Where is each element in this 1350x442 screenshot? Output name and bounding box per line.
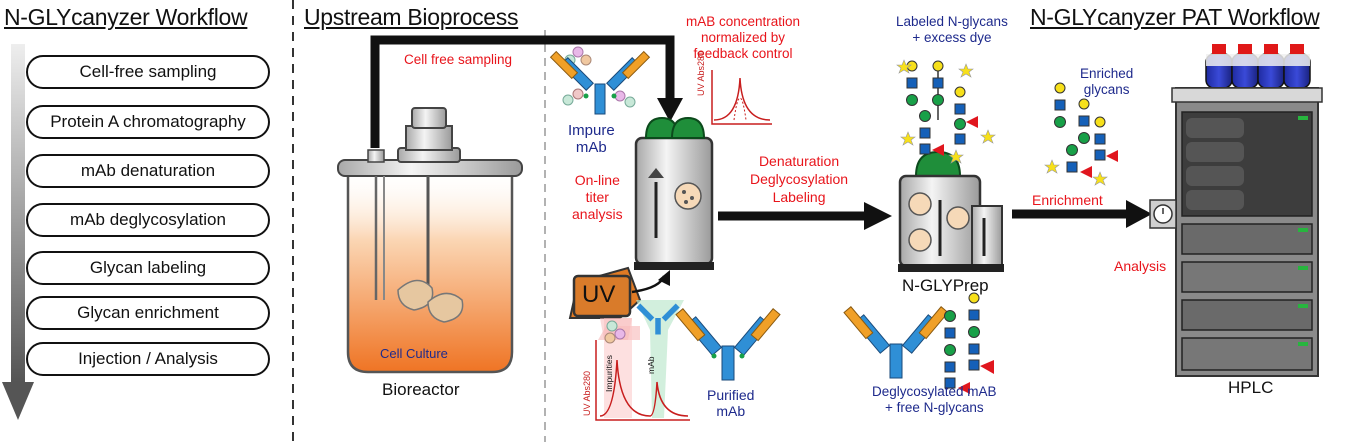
hplc-label: HPLC	[1228, 378, 1274, 397]
deglycosylated-mab-icon	[843, 292, 994, 394]
workflow-step-enrichment: Glycan enrichment	[26, 296, 270, 330]
hplc-instrument	[1149, 44, 1323, 377]
right-heading: N-GLYcanyzer PAT Workflow	[1030, 4, 1320, 30]
workflow-step-denaturation: mAb denaturation	[26, 154, 270, 188]
process-arrow-1	[718, 202, 892, 230]
mab-concentration-label: mAB concentration normalized by feedback…	[686, 14, 801, 61]
impurities-label: Impurities	[604, 355, 614, 392]
labeled-glycan-structures	[896, 59, 996, 164]
cell-free-sampling-label: Cell free sampling	[404, 52, 513, 67]
purification-chromatogram	[595, 300, 690, 421]
nglyprep-label: N-GLYPrep	[902, 276, 989, 295]
purified-mab-icon	[675, 308, 781, 381]
titer-analyzer-instrument	[634, 116, 714, 270]
enriched-glycans-label: Enriched glycans	[1080, 66, 1134, 97]
workflow-step-labeling: Glycan labeling	[26, 251, 270, 285]
workflow-direction-arrow	[2, 44, 34, 420]
bioreactor-icon	[337, 107, 523, 374]
uv-detector-box	[568, 266, 642, 319]
purified-mab-label: Purified mAb	[707, 387, 755, 419]
nglyprep-instrument	[898, 150, 1004, 272]
uv-abs-axis-label-bottom: UV Abs280	[582, 370, 592, 416]
impure-mab-label: Impure mAb	[568, 122, 615, 156]
uv-box-label: UV	[582, 281, 616, 308]
workflow-step-cell-free-sampling: Cell-free sampling	[26, 55, 270, 89]
cell-culture-label: Cell Culture	[380, 346, 448, 361]
den-deg-lab-label: Denaturation Deglycosylation Labeling	[750, 153, 849, 205]
workflow-step-injection: Injection / Analysis	[26, 342, 270, 376]
middle-heading: Upstream Bioprocess	[304, 4, 519, 30]
deglycosylated-label: Deglycosylated mAB + free N-glycans	[872, 384, 997, 415]
sampling-arrow	[370, 35, 683, 148]
uv-abs-axis-label-top: UV Abs280	[696, 50, 706, 96]
workflow-step-deglycosylation: mAb deglycosylation	[26, 203, 270, 237]
enrichment-label: Enrichment	[1032, 192, 1103, 208]
left-heading: N-GLYcanyzer Workflow	[4, 4, 248, 30]
labeled-glycans-label: Labeled N-glycans + excess dye	[896, 14, 1008, 45]
workflow-step-protein-a: Protein A chromatography	[26, 105, 270, 139]
mab-peak-label: mAb	[646, 356, 656, 374]
process-arrow-2	[1012, 200, 1152, 228]
feedback-chromatogram	[711, 70, 772, 125]
online-titer-label: On-line titer analysis	[572, 172, 623, 222]
bioreactor-label: Bioreactor	[382, 380, 460, 399]
impure-mab-icon	[549, 46, 651, 115]
enriched-glycan-structures	[1044, 82, 1118, 186]
analysis-label: Analysis	[1114, 258, 1167, 274]
